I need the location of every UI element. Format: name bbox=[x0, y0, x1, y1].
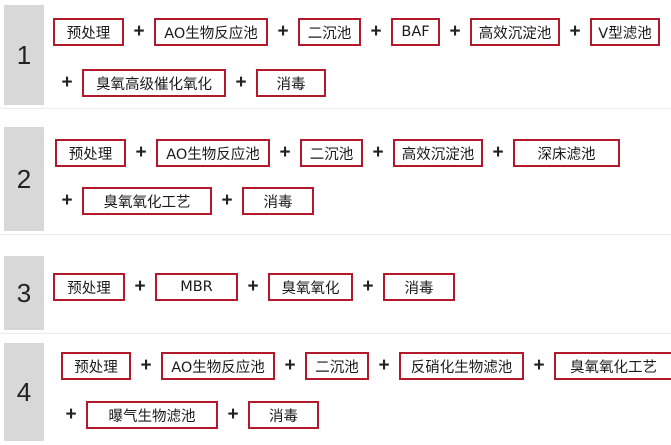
plus-sign: + bbox=[227, 404, 239, 425]
process-box: 反硝化生物滤池 bbox=[399, 352, 524, 380]
plus-sign: + bbox=[221, 190, 233, 211]
process-box: 消毒 bbox=[383, 273, 455, 301]
plus-sign: + bbox=[533, 355, 545, 376]
process-row: 预处理 + AO生物反应池 + 二沉池 + 反硝化生物滤池 + 臭氧氧化工艺 bbox=[61, 352, 671, 380]
plus-sign: + bbox=[279, 142, 291, 163]
process-row: 预处理 + AO生物反应池 + 二沉池 + BAF + 高效沉淀池 + V型滤池 bbox=[53, 18, 660, 46]
scheme-number: 1 bbox=[4, 5, 44, 105]
process-box: 高效沉淀池 bbox=[393, 139, 483, 167]
plus-sign: + bbox=[235, 72, 247, 93]
process-box: 预处理 bbox=[61, 352, 131, 380]
plus-sign: + bbox=[61, 72, 73, 93]
scheme-number: 3 bbox=[4, 256, 44, 330]
plus-sign: + bbox=[370, 21, 382, 42]
process-box: V型滤池 bbox=[590, 18, 660, 46]
plus-sign: + bbox=[65, 404, 77, 425]
process-box: 臭氧氧化工艺 bbox=[554, 352, 671, 380]
process-box: MBR bbox=[155, 273, 238, 301]
process-row: + 曝气生物滤池 + 消毒 bbox=[56, 401, 319, 429]
plus-sign: + bbox=[569, 21, 581, 42]
plus-sign: + bbox=[134, 276, 146, 297]
process-box: 臭氧氧化 bbox=[268, 273, 353, 301]
process-box: 高效沉淀池 bbox=[470, 18, 560, 46]
scheme-4: 4 预处理 + AO生物反应池 + 二沉池 + 反硝化生物滤池 + 臭氧氧化工艺… bbox=[0, 343, 671, 445]
scheme-2: 2 预处理 + AO生物反应池 + 二沉池 + 高效沉淀池 + 深床滤池 + 臭… bbox=[0, 127, 671, 235]
process-box: 预处理 bbox=[55, 139, 126, 167]
process-box: 消毒 bbox=[242, 187, 314, 215]
plus-sign: + bbox=[362, 276, 374, 297]
plus-sign: + bbox=[492, 142, 504, 163]
process-box: 二沉池 bbox=[298, 18, 361, 46]
process-box: 消毒 bbox=[248, 401, 319, 429]
scheme-3: 3 预处理 + MBR + 臭氧氧化 + 消毒 bbox=[0, 256, 671, 334]
plus-sign: + bbox=[277, 21, 289, 42]
process-row: + 臭氧高级催化氧化 + 消毒 bbox=[52, 69, 326, 97]
plus-sign: + bbox=[449, 21, 461, 42]
process-box: AO生物反应池 bbox=[156, 139, 270, 167]
process-box: 臭氧高级催化氧化 bbox=[82, 69, 226, 97]
scheme-1: 1 预处理 + AO生物反应池 + 二沉池 + BAF + 高效沉淀池 + V型… bbox=[0, 5, 671, 109]
plus-sign: + bbox=[284, 355, 296, 376]
process-box: 深床滤池 bbox=[513, 139, 620, 167]
process-row: 预处理 + MBR + 臭氧氧化 + 消毒 bbox=[53, 273, 455, 301]
process-box: 二沉池 bbox=[305, 352, 369, 380]
process-box: 臭氧氧化工艺 bbox=[82, 187, 212, 215]
plus-sign: + bbox=[135, 142, 147, 163]
scheme-number: 2 bbox=[4, 127, 44, 231]
plus-sign: + bbox=[133, 21, 145, 42]
process-box: BAF bbox=[391, 18, 440, 46]
process-box: 消毒 bbox=[256, 69, 326, 97]
process-row: 预处理 + AO生物反应池 + 二沉池 + 高效沉淀池 + 深床滤池 bbox=[55, 139, 620, 167]
plus-sign: + bbox=[372, 142, 384, 163]
process-box: 曝气生物滤池 bbox=[86, 401, 218, 429]
plus-sign: + bbox=[247, 276, 259, 297]
process-box: 预处理 bbox=[53, 273, 125, 301]
scheme-number: 4 bbox=[4, 343, 44, 441]
process-box: 预处理 bbox=[53, 18, 124, 46]
process-row: + 臭氧氧化工艺 + 消毒 bbox=[52, 187, 314, 215]
process-box: AO生物反应池 bbox=[154, 18, 268, 46]
plus-sign: + bbox=[140, 355, 152, 376]
process-box: 二沉池 bbox=[300, 139, 363, 167]
process-box: AO生物反应池 bbox=[161, 352, 275, 380]
plus-sign: + bbox=[61, 190, 73, 211]
plus-sign: + bbox=[378, 355, 390, 376]
